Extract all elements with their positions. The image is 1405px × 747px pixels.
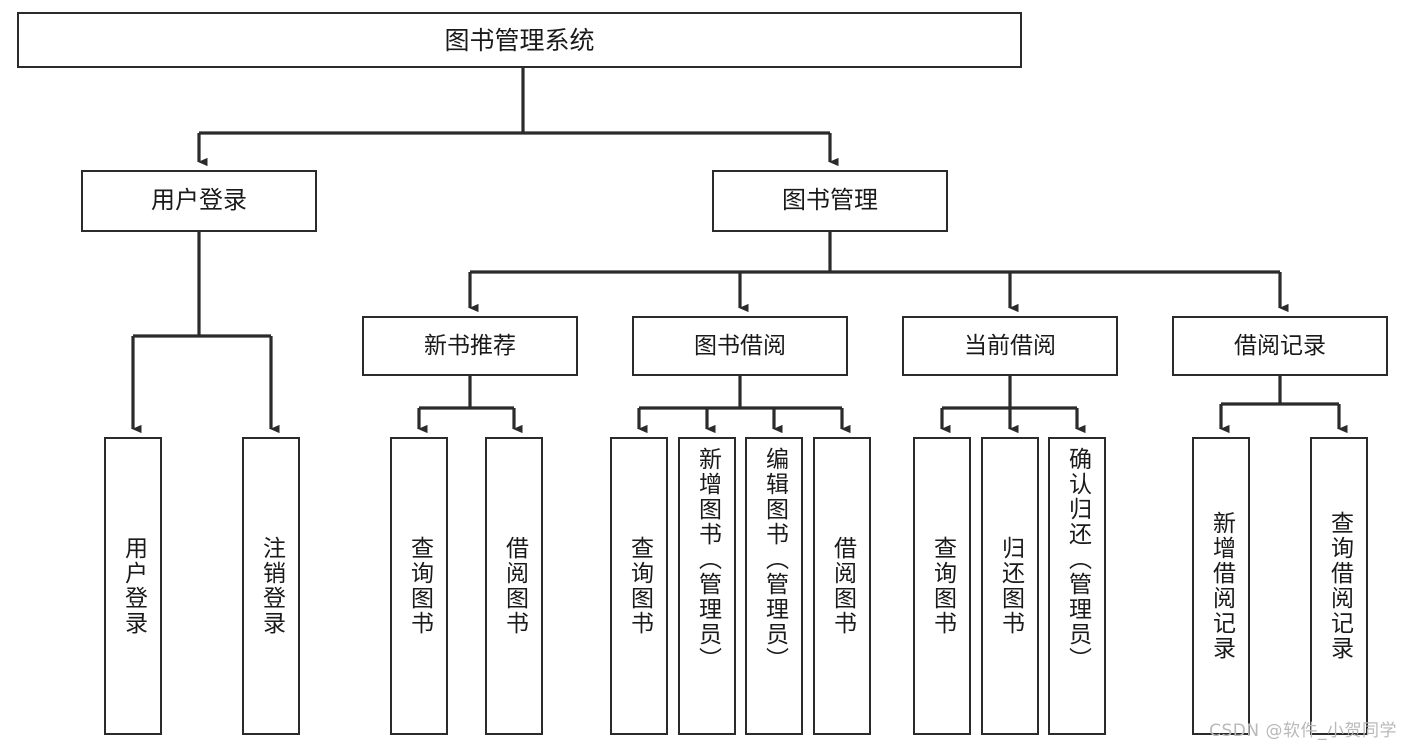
node-user-login[interactable]: 用户登录 <box>81 170 317 232</box>
node-root-label: 图书管理系统 <box>444 25 595 55</box>
node-leaf-edit-book-admin[interactable]: 编辑图书（管理员） <box>745 437 803 735</box>
node-leaf-return-book-label: 归还图书 <box>997 536 1024 636</box>
node-leaf-add-book-admin-label: 新增图书（管理员） <box>694 447 721 672</box>
node-leaf-confirm-return-admin[interactable]: 确认归还（管理员） <box>1048 437 1106 735</box>
node-leaf-user-login[interactable]: 用户登录 <box>104 437 162 735</box>
node-borrow-record[interactable]: 借阅记录 <box>1172 316 1388 376</box>
node-user-login-label: 用户登录 <box>151 186 247 215</box>
node-leaf-query-book-borrow[interactable]: 查询图书 <box>610 437 668 735</box>
node-leaf-add-book-admin[interactable]: 新增图书（管理员） <box>678 437 736 735</box>
node-leaf-return-book[interactable]: 归还图书 <box>981 437 1039 735</box>
node-leaf-query-book-rec[interactable]: 查询图书 <box>390 437 448 735</box>
node-leaf-add-borrow-record-label: 新增借阅记录 <box>1208 511 1235 661</box>
node-current-borrow[interactable]: 当前借阅 <box>902 316 1118 376</box>
node-leaf-borrow-book[interactable]: 借阅图书 <box>813 437 871 735</box>
node-book-borrow-label: 图书借阅 <box>694 332 786 359</box>
node-book-borrow[interactable]: 图书借阅 <box>632 316 848 376</box>
node-leaf-borrow-book-label: 借阅图书 <box>829 536 856 636</box>
node-leaf-query-book-rec-label: 查询图书 <box>406 536 433 636</box>
node-leaf-logout[interactable]: 注销登录 <box>242 437 300 735</box>
node-leaf-logout-label: 注销登录 <box>258 536 285 636</box>
node-root[interactable]: 图书管理系统 <box>17 12 1022 68</box>
node-leaf-query-book-current-label: 查询图书 <box>929 536 956 636</box>
node-leaf-add-borrow-record[interactable]: 新增借阅记录 <box>1192 437 1250 735</box>
node-leaf-borrow-book-rec-label: 借阅图书 <box>501 536 528 636</box>
node-new-book-recommend[interactable]: 新书推荐 <box>362 316 578 376</box>
node-new-book-recommend-label: 新书推荐 <box>424 332 516 359</box>
node-leaf-borrow-book-rec[interactable]: 借阅图书 <box>485 437 543 735</box>
node-leaf-query-borrow-record[interactable]: 查询借阅记录 <box>1310 437 1368 735</box>
node-leaf-confirm-return-admin-label: 确认归还（管理员） <box>1064 447 1091 672</box>
node-current-borrow-label: 当前借阅 <box>964 332 1056 359</box>
node-leaf-query-book-borrow-label: 查询图书 <box>626 536 653 636</box>
node-leaf-edit-book-admin-label: 编辑图书（管理员） <box>761 447 788 672</box>
node-leaf-query-borrow-record-label: 查询借阅记录 <box>1326 511 1353 661</box>
node-leaf-query-book-current[interactable]: 查询图书 <box>913 437 971 735</box>
node-leaf-user-login-label: 用户登录 <box>120 536 147 636</box>
node-book-management[interactable]: 图书管理 <box>712 170 948 232</box>
node-book-management-label: 图书管理 <box>782 186 878 215</box>
node-borrow-record-label: 借阅记录 <box>1234 332 1326 359</box>
